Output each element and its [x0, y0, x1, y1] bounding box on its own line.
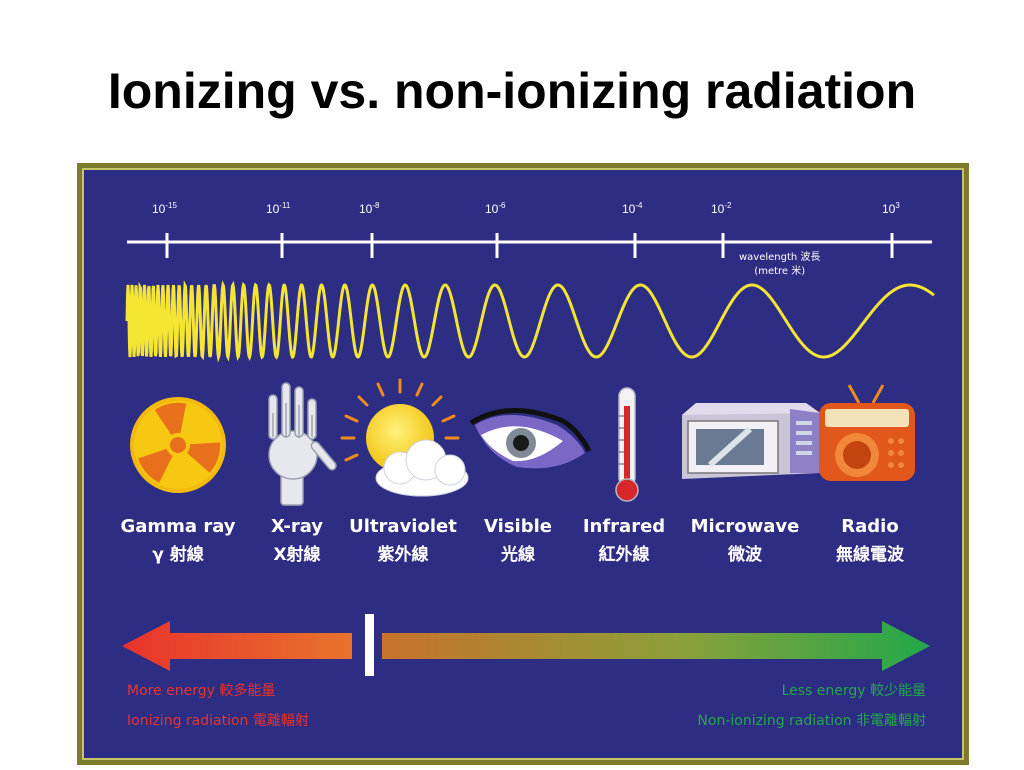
band-name-zh: 微波	[728, 545, 762, 565]
radio-icon	[819, 384, 915, 481]
band-x-ray: X-ray X射線	[242, 516, 352, 565]
band-name: Gamma ray	[120, 516, 236, 537]
wavelength-label-line2: (metre 米)	[754, 266, 806, 277]
slide-title: Ionizing vs. non-ionizing radiation	[107, 63, 917, 119]
radiation-icon	[130, 397, 226, 493]
band-name-zh: 光線	[501, 545, 535, 565]
band-name: Infrared	[582, 516, 666, 537]
less-energy-label: Less energy 較少能量	[781, 683, 926, 699]
hand-xray-icon	[268, 382, 337, 506]
wavelength-label-line1: wavelength 波長	[739, 252, 821, 263]
tick-label: 10-2	[711, 201, 732, 216]
ionizing-caption: More energy 較多能量 Ionizing radiation 電離輻射	[127, 676, 309, 736]
band-name-zh: X射線	[273, 545, 321, 565]
tick-label: 10-6	[485, 201, 506, 216]
band-infrared: Infrared 紅外線	[569, 516, 679, 565]
band-name-zh: 紅外線	[598, 545, 650, 565]
more-energy-label: More energy 較多能量	[127, 683, 276, 699]
tick-label: 10-8	[359, 201, 380, 216]
band-name: Microwave	[690, 516, 800, 537]
tick-label: 10-4	[622, 201, 643, 216]
eye-icon	[469, 408, 592, 469]
non-ionizing-radiation-label: Non-ionizing radiation 非電離輻射	[697, 713, 926, 729]
thermometer-icon	[615, 387, 639, 502]
band-name-zh: 紫外線	[377, 545, 429, 565]
band-name-zh: 無線電波	[836, 545, 904, 565]
more-energy-arrow	[122, 621, 352, 671]
non-ionizing-caption: Less energy 較少能量 Non-ionizing radiation …	[697, 676, 926, 736]
band-ultraviolet: Ultraviolet 紫外線	[338, 516, 468, 565]
band-radio: Radio 無線電波	[810, 516, 930, 565]
band-gamma-ray: Gamma ray γ 射線	[108, 516, 248, 565]
electromagnetic-wave	[125, 280, 935, 363]
tick-label: 10-15	[152, 201, 177, 216]
band-name: Radio	[841, 516, 899, 537]
ionizing-radiation-label: Ionizing radiation 電離輻射	[127, 713, 309, 729]
less-energy-arrow	[382, 621, 930, 671]
microwave-icon	[682, 403, 820, 479]
spectrum-graphics	[122, 233, 935, 676]
band-name: Visible	[484, 516, 552, 537]
band-name-zh: γ 射線	[152, 545, 204, 565]
tick-label: 10-11	[266, 201, 291, 216]
band-name: Ultraviolet	[349, 516, 457, 537]
band-microwave: Microwave 微波	[680, 516, 810, 565]
band-visible: Visible 光線	[468, 516, 568, 565]
band-name: X-ray	[270, 516, 324, 537]
sun-cloud-icon	[340, 378, 469, 497]
ionizing-boundary-marker	[365, 614, 374, 676]
axis-ticks	[165, 233, 894, 258]
wavelength-unit-label: wavelength 波長 (metre 米)	[739, 251, 820, 279]
spectrum-panel: 10-15 10-11 10-8 10-6 10-4 10-2 103 wave…	[77, 163, 969, 765]
tick-label: 103	[882, 201, 900, 216]
